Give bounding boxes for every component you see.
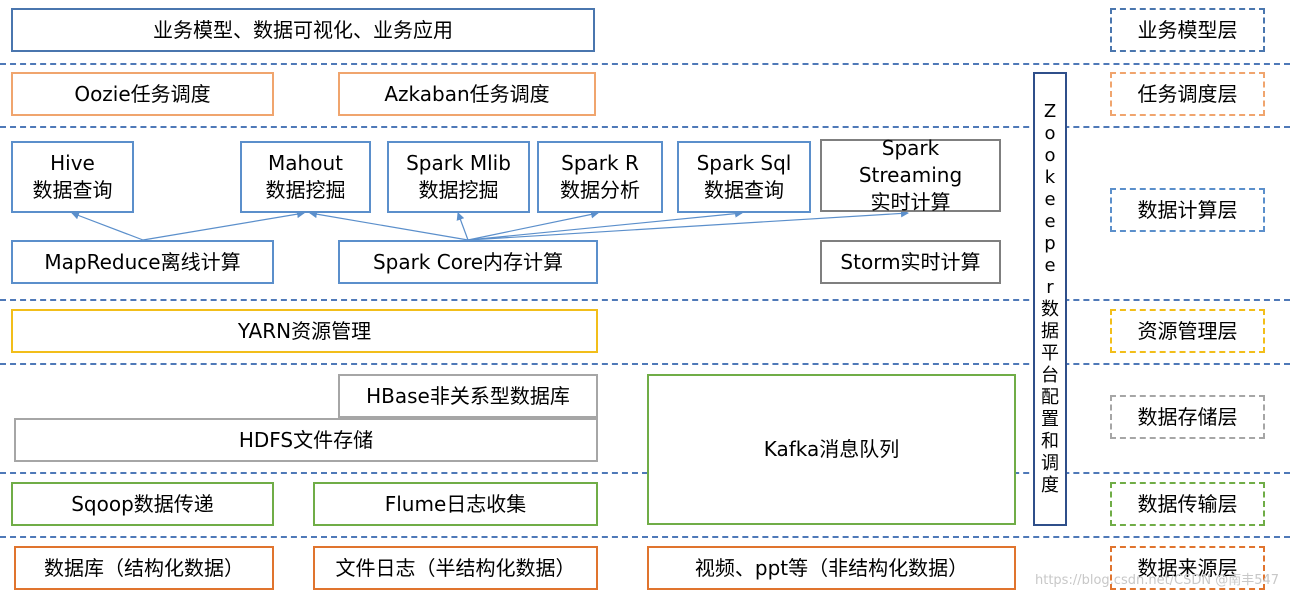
source-log-box: 文件日志（半结构化数据） — [313, 546, 598, 590]
mahout-box: Mahout 数据挖掘 — [240, 141, 371, 213]
spark-sql-desc: 数据查询 — [704, 178, 784, 202]
arrow-mapreduce-hive — [71, 211, 144, 241]
layer-label-transport: 数据传输层 — [1110, 482, 1265, 526]
zk-char: e — [1044, 189, 1056, 210]
oozie-box: Oozie任务调度 — [11, 72, 274, 116]
zk-char: 数 — [1041, 299, 1059, 320]
layer-label-source: 数据来源层 — [1110, 546, 1265, 590]
zk-char: 置 — [1041, 409, 1059, 430]
spark-core-box: Spark Core内存计算 — [338, 240, 598, 284]
layer-label-scheduling: 任务调度层 — [1110, 72, 1265, 116]
separator-3 — [0, 299, 1290, 301]
spark-mlib-name: Spark Mlib — [406, 151, 511, 175]
spark-streaming-name-1: Spark — [881, 136, 940, 160]
zk-char: e — [1044, 255, 1056, 276]
sqoop-box: Sqoop数据传递 — [11, 482, 274, 526]
arrow-sparkcore-sparksql — [467, 209, 743, 241]
zk-char: o — [1044, 123, 1056, 144]
separator-2 — [0, 126, 1290, 128]
hive-desc: 数据查询 — [32, 178, 113, 202]
zk-char: 台 — [1041, 365, 1059, 386]
arrow-sparkcore-streaming — [467, 209, 909, 241]
source-database-box: 数据库（结构化数据） — [14, 546, 274, 590]
hdfs-box: HDFS文件存储 — [14, 418, 598, 462]
spark-r-box: Spark R 数据分析 — [537, 141, 663, 213]
zk-char: o — [1044, 145, 1056, 166]
storm-box: Storm实时计算 — [820, 240, 1001, 284]
layer-label-storage: 数据存储层 — [1110, 395, 1265, 439]
separator-6 — [0, 536, 1290, 538]
watermark: https://blog.csdn.net/CSDN @南丰547 — [1035, 573, 1280, 588]
spark-mlib-box: Spark Mlib 数据挖掘 — [387, 141, 530, 213]
kafka-box: Kafka消息队列 — [647, 374, 1016, 525]
separator-4 — [0, 363, 1290, 365]
source-video-box: 视频、ppt等（非结构化数据） — [647, 546, 1016, 590]
layer-label-resource: 资源管理层 — [1110, 309, 1265, 353]
zookeeper-box: Z o o k e e p e r 数 据 平 台 配 置 和 调 度 — [1033, 72, 1067, 526]
azkaban-box: Azkaban任务调度 — [338, 72, 596, 116]
spark-mlib-desc: 数据挖掘 — [418, 178, 499, 202]
mapreduce-box: MapReduce离线计算 — [11, 240, 274, 284]
mahout-name: Mahout — [268, 151, 343, 175]
zk-char: 平 — [1041, 343, 1059, 364]
separator-5 — [0, 472, 1290, 474]
layer-label-business: 业务模型层 — [1110, 8, 1265, 52]
zk-char: e — [1044, 211, 1056, 232]
arrow-mapreduce-mahout — [142, 210, 305, 241]
hive-box: Hive 数据查询 — [11, 141, 134, 213]
spark-r-name: Spark R — [561, 151, 639, 175]
zk-char: 调 — [1041, 453, 1059, 474]
yarn-box: YARN资源管理 — [11, 309, 598, 353]
separator-1 — [0, 63, 1290, 65]
spark-streaming-box: Spark Streaming 实时计算 — [820, 136, 1001, 214]
zk-char: 据 — [1041, 321, 1059, 342]
spark-streaming-name-2: Streaming — [858, 163, 963, 187]
zk-char: r — [1046, 277, 1054, 298]
spark-sql-box: Spark Sql 数据查询 — [677, 141, 811, 213]
hive-name: Hive — [50, 151, 95, 175]
arrow-sparkcore-sparkr — [467, 210, 599, 241]
zk-char: 和 — [1041, 431, 1059, 452]
zk-char: k — [1044, 167, 1056, 188]
spark-r-desc: 数据分析 — [560, 178, 640, 202]
spark-streaming-desc: 实时计算 — [870, 190, 951, 214]
hbase-box: HBase非关系型数据库 — [338, 374, 598, 418]
arrow-sparkcore-mahout — [309, 210, 469, 241]
zk-char: p — [1044, 233, 1056, 254]
layer-label-compute: 数据计算层 — [1110, 188, 1265, 232]
business-application-box: 业务模型、数据可视化、业务应用 — [11, 8, 595, 52]
zk-char: 度 — [1041, 475, 1059, 496]
mahout-desc: 数据挖掘 — [265, 178, 346, 202]
spark-sql-name: Spark Sql — [696, 151, 792, 175]
arrow-sparkcore-mlib — [456, 212, 469, 241]
zk-char: 配 — [1041, 387, 1059, 408]
zk-char: Z — [1043, 101, 1057, 122]
flume-box: Flume日志收集 — [313, 482, 598, 526]
